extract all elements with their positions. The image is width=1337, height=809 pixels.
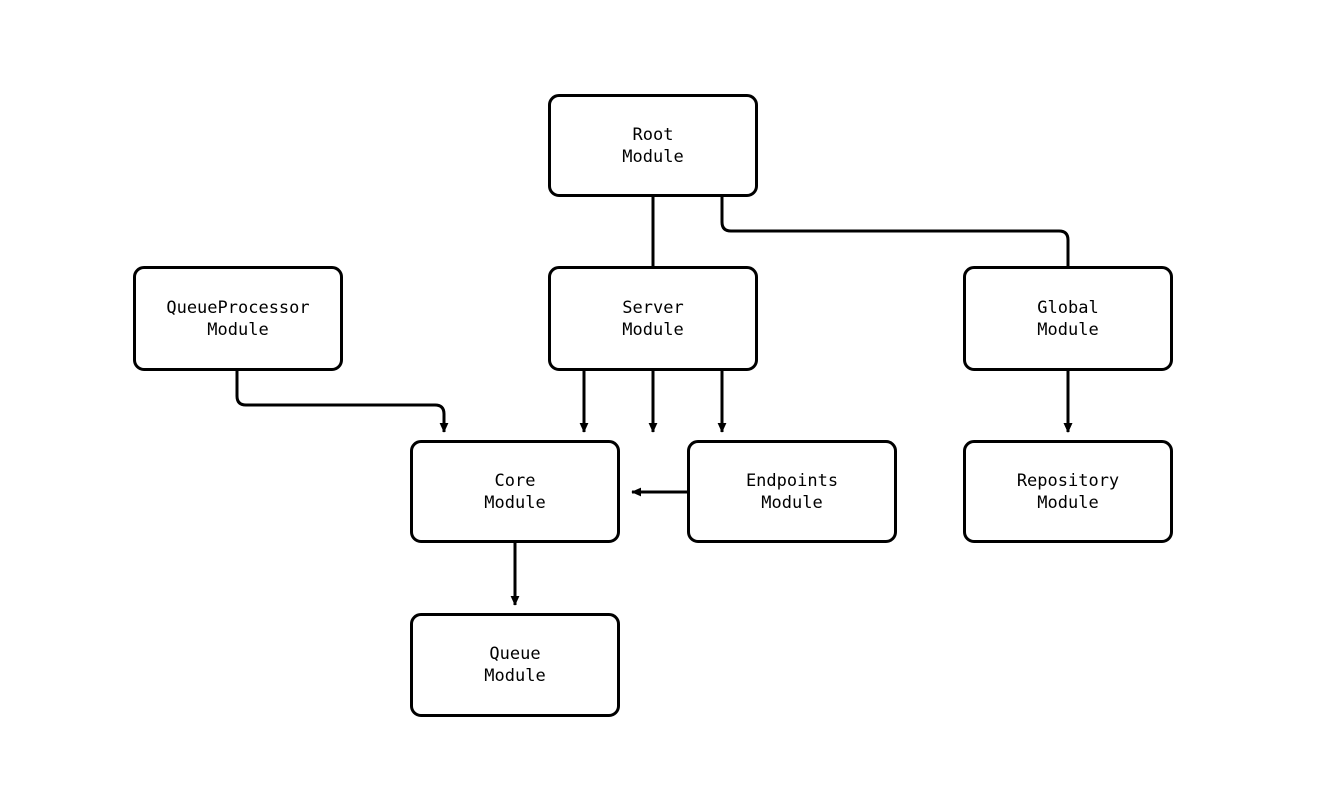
node-repository-label-line1: Repository — [1016, 470, 1120, 491]
node-endpoints-label-line1: Endpoints — [745, 470, 839, 491]
node-global-label-line2: Module — [1037, 319, 1099, 340]
node-endpoints-label-line2: Module — [761, 492, 823, 513]
edge-queueprocessor-to-core — [235, 371, 449, 433]
node-queueprocessor-label-line1: QueueProcessor — [166, 297, 310, 318]
node-server-label-line1: Server — [622, 297, 684, 318]
node-root-label-line2: Module — [622, 146, 684, 167]
node-repository-label-line2: Module — [1037, 492, 1099, 513]
node-core-label-line1: Core — [494, 470, 536, 491]
node-queue-label-line2: Module — [484, 666, 546, 686]
node-global-label-line1: Global — [1037, 297, 1099, 318]
node-root-label-line1: Root — [632, 124, 674, 145]
edges-group — [235, 197, 1073, 606]
node-queueprocessor-label-line2: Module — [207, 319, 269, 340]
node-queue-label-line1: Queue — [489, 644, 541, 664]
node-server-label-line2: Module — [622, 319, 684, 340]
node-core-label-line2: Module — [484, 492, 546, 513]
